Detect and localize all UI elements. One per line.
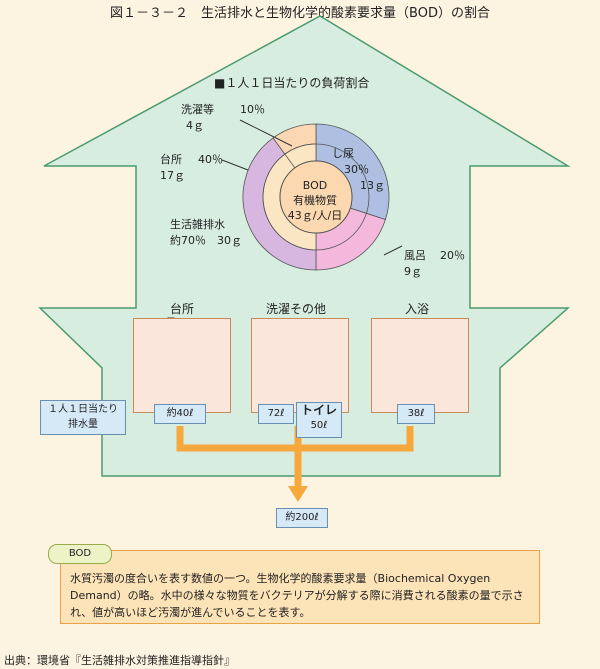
flow-arrowhead [288,486,308,502]
label-laundry-grams: 4ｇ [186,119,204,132]
per-person-label: １人１日当たり 排水量 [40,400,126,435]
load-ring-chart [242,123,390,271]
toilet-volume: 50ℓ [310,420,328,431]
label-urine-pct: 30％ [344,163,369,176]
ring-divider [262,143,370,251]
load-heading: ■１人１日当たりの負荷割合 [214,76,370,90]
label-urine-name: し尿 [332,147,354,160]
figure-title: 図１－３－２ 生活排水と生物化学的酸素要求量（BOD）の割合 [110,6,490,21]
laundry-title: 洗濯その他 [266,302,327,316]
bath-title: 入浴 [405,302,430,316]
label-urine-grams: 13ｇ [360,179,385,192]
kitchen-title: 台所 [170,302,195,316]
label-misc-value: 約70％ 30ｇ [170,234,242,247]
toilet-box: トイレ 50ℓ [296,402,342,438]
center-label-bod: BOD [302,179,328,192]
label-kitchen-name: 台所 [160,153,182,166]
label-kitchen-pct: 40％ [198,153,223,166]
center-label-amount: 43ｇ/人/日 [287,209,343,222]
toilet-label: トイレ [300,403,337,417]
bod-description: 水質汚濁の度合いを表す数値の一つ。生物化学的酸素要求量（Biochemical … [70,572,524,619]
bod-tag: BOD [48,544,112,564]
label-kitchen-grams: 17ｇ [160,169,185,182]
leader-lines [221,119,403,256]
label-laundry-pct: 10％ [240,103,265,116]
center-label-organic: 有機物質 [293,194,337,207]
bod-explanation-panel [60,550,540,624]
laundry-box [251,318,349,413]
label-bath-name: 風呂 [404,249,426,262]
label-bath-pct: 20％ [440,249,465,262]
ring-center [279,160,353,234]
label-laundry-name: 洗濯等 [181,103,214,116]
kitchen-volume: 約40ℓ [154,404,206,424]
kitchen-box [133,318,231,413]
label-misc-name: 生活雑排水 [170,218,225,231]
bath-volume: 38ℓ [397,404,435,424]
source-note: 出典：環境省『生活雑排水対策推進指導指針』 [4,654,235,667]
label-bath-grams: 9ｇ [404,265,422,278]
total-volume: 約200ℓ [276,508,328,528]
bath-box [371,318,469,413]
laundry-volume: 72ℓ [258,404,294,424]
